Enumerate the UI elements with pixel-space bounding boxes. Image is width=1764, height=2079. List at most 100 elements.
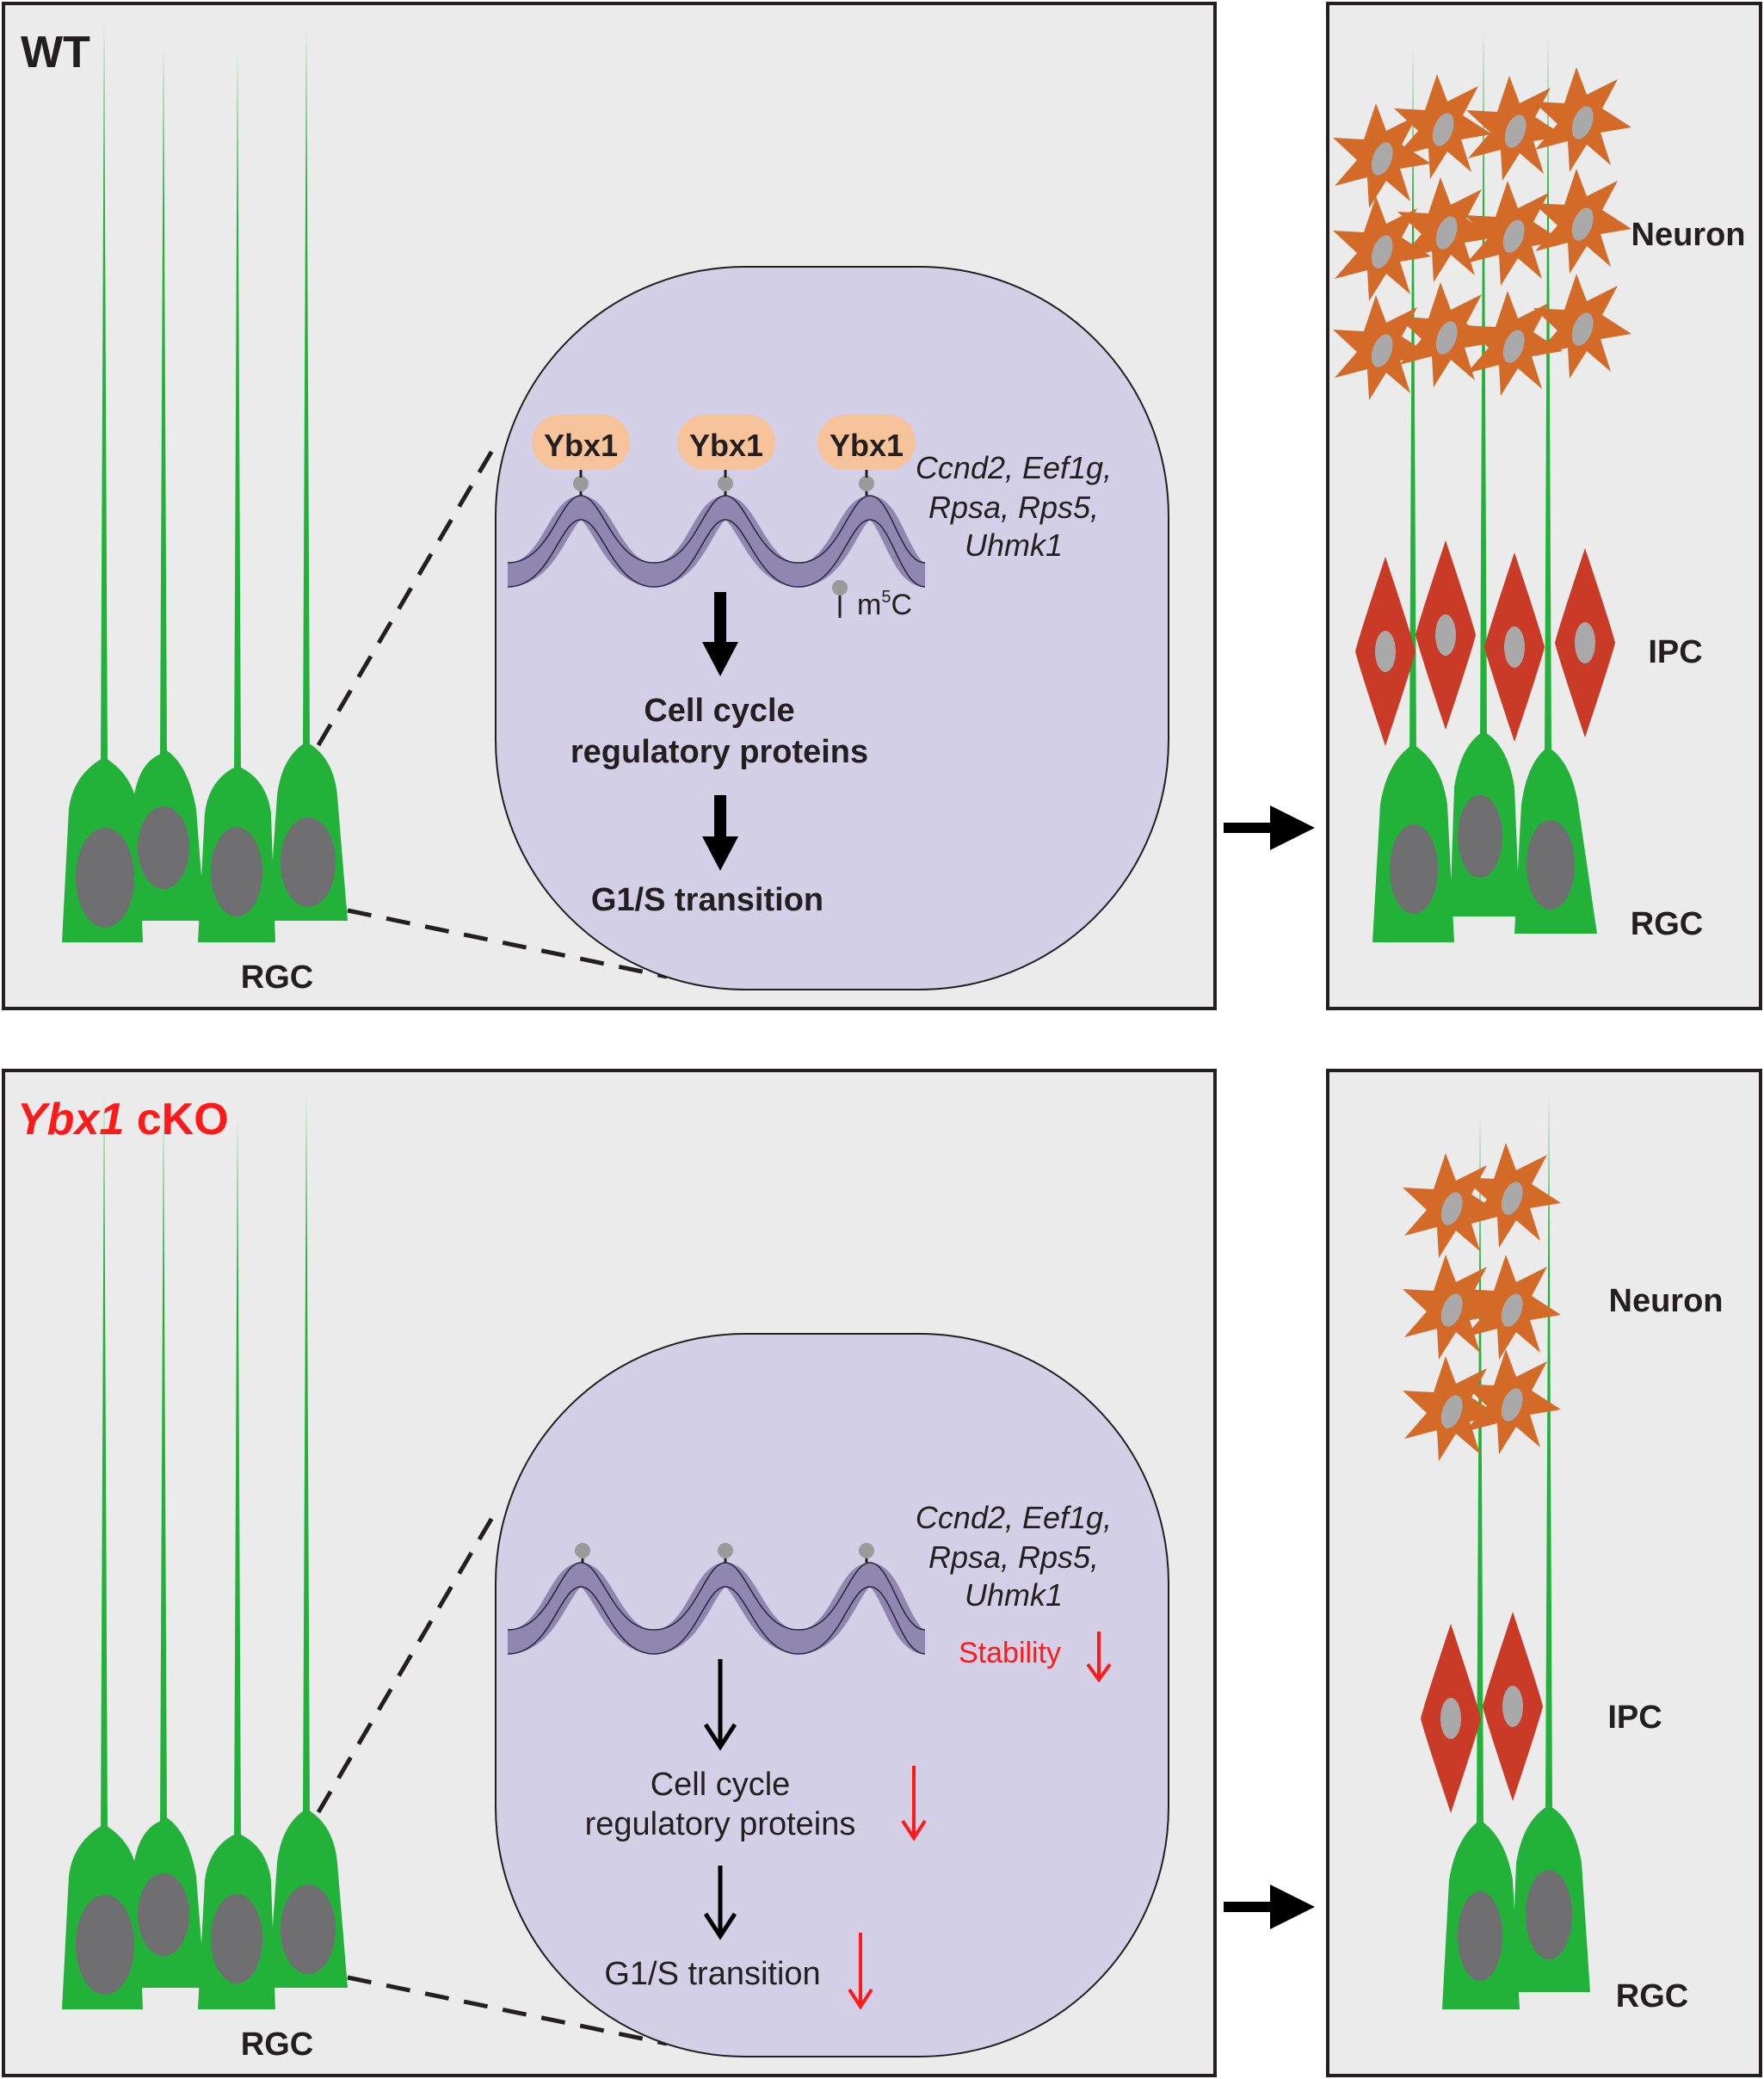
rgc-fiber <box>101 1089 108 1837</box>
cko-arrow-2 <box>703 1866 737 1940</box>
rgc-fiber <box>1477 1110 1483 1824</box>
rgc-nucleus <box>1458 795 1502 878</box>
rgc-nucleus <box>76 828 134 928</box>
cko-outcome1-line1: Cell cycle <box>651 1767 791 1803</box>
neuron-nucleus <box>1501 1181 1523 1215</box>
neuron-nucleus <box>1440 1293 1463 1327</box>
m5c-dot <box>573 476 589 491</box>
neuron-cell <box>1463 1349 1561 1454</box>
wt-result-rgc-nuclei <box>1390 795 1575 914</box>
m5c-dot <box>859 1543 874 1558</box>
wt-transition-arrow <box>1224 805 1315 850</box>
wt-neurons <box>1333 67 1631 400</box>
cko-arrow-1 <box>703 1659 737 1751</box>
rgc-fiber <box>160 45 167 757</box>
gene-list-line: Uhmk1 <box>965 1577 1063 1613</box>
ybx1-protein <box>677 415 775 470</box>
rgc-nucleus <box>211 827 262 916</box>
wt-outcome2: G1/S transition <box>591 882 823 918</box>
proteins-decrease-arrow <box>901 1766 927 1841</box>
cko-target-genes: Ccnd2, Eef1g, Rpsa, Rps5, Uhmk1 <box>916 1500 1112 1613</box>
wt-result-rgc-label: RGC <box>1631 906 1703 942</box>
neuron-nucleus <box>1502 219 1525 253</box>
neuron-nucleus <box>1501 1293 1523 1327</box>
m5c-dot <box>718 476 733 491</box>
rgc-fiber <box>303 28 310 744</box>
rgc-fiber <box>1545 1093 1552 1807</box>
m5c-dot <box>718 1543 733 1558</box>
neuron-cell <box>1463 1143 1561 1248</box>
cko-result-rgc-nuclei <box>1458 1870 1572 1981</box>
zoom-line-bottom <box>347 1975 668 2046</box>
cko-outcome2: G1/S transition <box>604 1956 820 1992</box>
rgc-fiber <box>1545 33 1551 757</box>
wt-target-genes: Ccnd2, Eef1g, Rpsa, Rps5, Uhmk1 <box>916 450 1112 563</box>
rgc-fiber <box>1480 26 1487 740</box>
neuron-cell <box>1465 291 1563 396</box>
neuron-cell <box>1533 274 1631 379</box>
rgc-nucleus <box>138 806 189 889</box>
ybx1-label: Ybx1 <box>689 428 763 463</box>
wt-outcome1-line1: Cell cycle <box>644 693 794 729</box>
rgc-nucleus <box>211 1894 262 1983</box>
wt-m5c-marks <box>573 476 874 496</box>
neuron-nucleus <box>1504 114 1527 148</box>
rgc-fiber <box>1409 45 1416 757</box>
neuron-nucleus <box>1371 334 1393 367</box>
cko-m5c-marks <box>575 1543 874 1563</box>
svg-text:m5C: m5C <box>857 588 912 621</box>
neuron-nucleus <box>1371 235 1393 268</box>
m5c-dot <box>859 476 874 491</box>
rgc-fiber <box>303 1095 310 1811</box>
m5c-legend-end: C <box>891 589 912 621</box>
wt-rgc-nuclei <box>76 806 336 928</box>
ybx1-protein <box>532 415 630 470</box>
rgc-nucleus <box>281 817 336 907</box>
wt-outcome1-line2: regulatory proteins <box>571 734 868 770</box>
rgc-nucleus <box>1526 1870 1572 1959</box>
neuron-cell <box>1333 196 1431 301</box>
cko-transition-arrow <box>1224 1885 1315 1929</box>
cko-result-rgc-label: RGC <box>1616 1978 1688 2014</box>
cko-condition-label: Ybx1 cKO <box>17 1095 229 1144</box>
neuron-nucleus <box>1440 1192 1463 1225</box>
cko-ipcs <box>1421 1612 1543 1813</box>
m5c-legend-sup: 5 <box>881 588 891 607</box>
neuron-cell <box>1403 1356 1501 1461</box>
neuron-cell <box>1463 1255 1561 1360</box>
rgc-nucleus <box>281 1885 336 1974</box>
ybx1-label: Ybx1 <box>544 428 618 463</box>
neuron-nucleus <box>1501 1388 1523 1422</box>
m5c-legend-base: m <box>857 589 881 621</box>
wt-mrna-strand <box>506 495 928 588</box>
cko-mrna-strand <box>506 1562 928 1655</box>
zoom-line-top <box>316 1504 502 1814</box>
gene-list-line: Rpsa, Rps5, <box>928 490 1099 525</box>
ybx1-protein <box>817 415 916 470</box>
wt-nucleus-zoom <box>495 266 1169 990</box>
neuron-cell <box>1533 169 1631 274</box>
wt-neuron-label: Neuron <box>1631 217 1746 253</box>
cko-outcome1-line2: regulatory proteins <box>585 1806 856 1842</box>
wt-arrow-2 <box>702 795 738 871</box>
cko-neurons <box>1403 1143 1561 1461</box>
cko-stability-label: Stability <box>959 1637 1061 1669</box>
neuron-cell <box>1533 67 1631 172</box>
neuron-cell <box>1403 1255 1501 1360</box>
stability-decrease-arrow <box>1086 1632 1112 1683</box>
rgc-nucleus <box>1527 820 1575 910</box>
neuron-nucleus <box>1371 142 1393 176</box>
neuron-nucleus <box>1571 312 1594 346</box>
neuron-cell <box>1397 177 1496 282</box>
rgc-fiber <box>101 22 108 770</box>
cko-gene-name: Ybx1 <box>17 1095 124 1144</box>
cko-neuron-label: Neuron <box>1609 1283 1724 1319</box>
wt-ipcs <box>1355 540 1615 746</box>
wt-arrow-1 <box>702 592 738 676</box>
gene-list-line: Rpsa, Rps5, <box>928 1539 1099 1575</box>
cko-ipc-label: IPC <box>1607 1700 1662 1736</box>
neuron-nucleus <box>1571 106 1594 139</box>
neuron-nucleus <box>1435 321 1458 355</box>
wt-rgc-label: RGC <box>241 959 313 996</box>
